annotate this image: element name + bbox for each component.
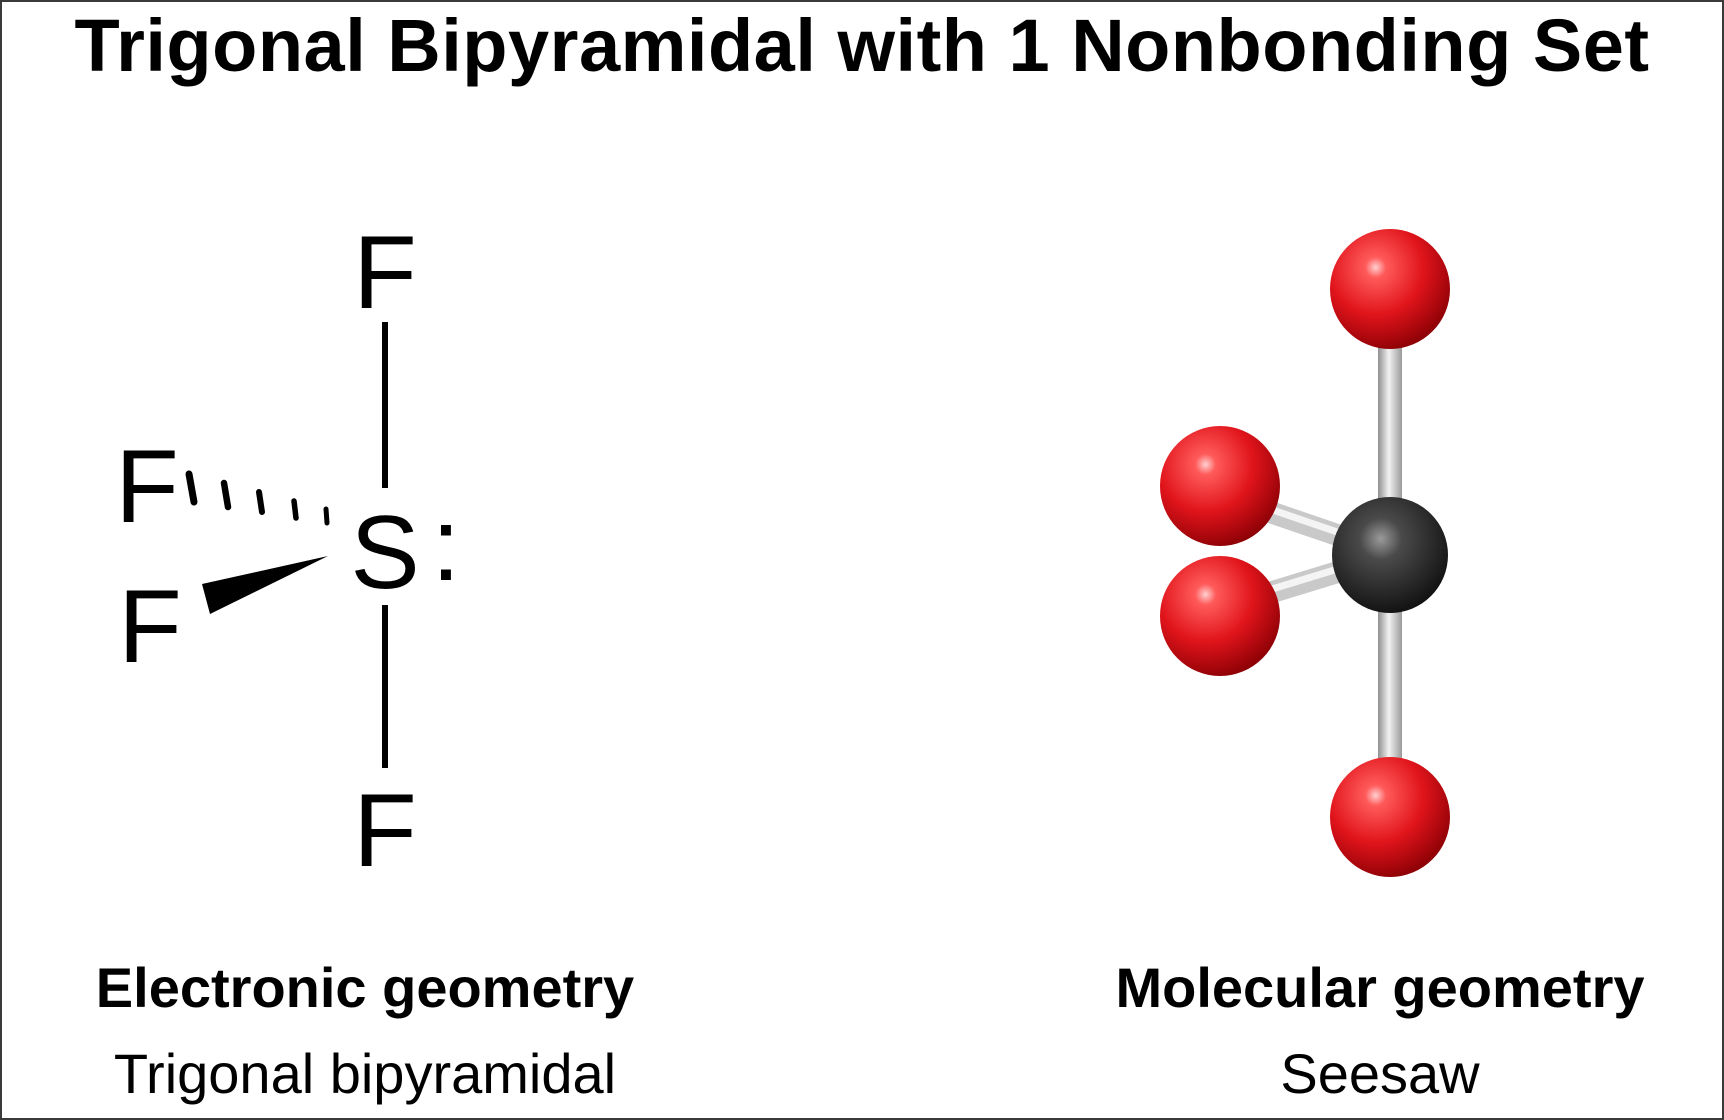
molecular-geometry-caption: Molecular geometry Seesaw [1070,955,1690,1107]
dashed-fluorine-label: F [115,429,179,545]
molecular-geometry-heading: Molecular geometry [1115,956,1645,1019]
electronic-geometry-value: Trigonal bipyramidal [113,1042,617,1105]
atom-top [1330,229,1450,349]
atom-upper-left [1160,426,1280,546]
molecular-geometry-value: Seesaw [1280,1042,1480,1105]
ball-and-stick-model [1160,229,1450,877]
electronic-geometry-caption: Electronic geometry Trigonal bipyramidal [60,955,670,1107]
sulfur-label: S [350,495,419,611]
electronic-geometry-heading: Electronic geometry [95,956,635,1019]
lewis-structure: F F F F S : [115,215,460,889]
atom-bottom [1330,757,1450,877]
wedge-bond [202,556,328,614]
wedge-fluorine-label: F [118,569,182,685]
lone-pair-label: : [432,487,461,603]
central-atom [1332,497,1448,613]
atom-lower-left [1160,556,1280,676]
dashed-bond [185,470,330,526]
top-fluorine-label: F [353,215,417,331]
bottom-fluorine-label: F [353,773,417,889]
page-title: Trigonal Bipyramidal with 1 Nonbonding S… [74,4,1650,87]
